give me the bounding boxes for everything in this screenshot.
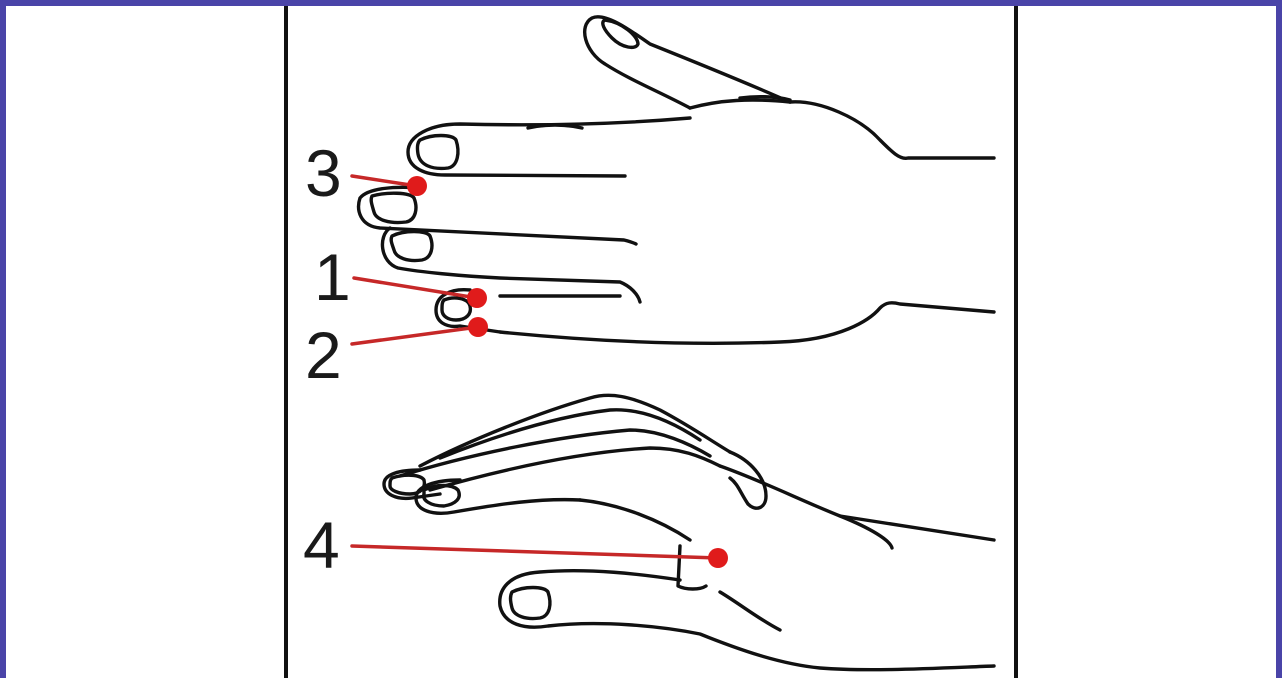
acupoint-markers: 3 12 4 xyxy=(303,136,728,582)
point-2: 2 xyxy=(305,317,488,392)
point-dot-2 xyxy=(468,317,488,337)
point-label-4: 4 xyxy=(303,508,340,582)
leader-line-1 xyxy=(354,278,477,298)
leader-line-4 xyxy=(352,546,718,558)
leader-line-2 xyxy=(352,327,478,344)
lower-hand-illustration xyxy=(384,395,994,669)
point-dot-3 xyxy=(407,176,427,196)
point-dot-4 xyxy=(708,548,728,568)
point-label-3: 3 xyxy=(305,136,342,210)
point-dot-1 xyxy=(467,288,487,308)
point-4: 4 xyxy=(303,508,728,582)
point-label-2: 2 xyxy=(305,318,342,392)
point-label-1: 1 xyxy=(314,240,351,314)
